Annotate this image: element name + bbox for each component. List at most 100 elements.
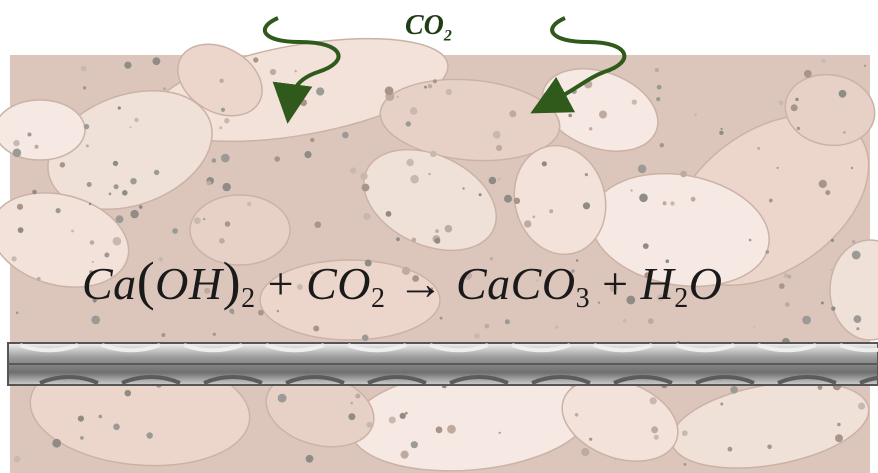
aggregate-speck — [115, 215, 124, 224]
aggregate-speck — [571, 269, 575, 273]
rebar-rib-bottom — [613, 375, 673, 385]
eq-h: H — [640, 258, 675, 309]
eq-plus-1: + — [255, 258, 307, 309]
co2-arrow-left — [263, 16, 341, 124]
aggregate-speck — [787, 274, 792, 279]
aggregate-speck — [647, 318, 654, 325]
eq-open-paren: ( — [136, 251, 156, 311]
aggregate-speck — [549, 209, 554, 214]
aggregate-speck — [589, 437, 593, 441]
aggregate-speck — [211, 158, 217, 163]
aggregate-speck — [850, 166, 854, 170]
aggregate-speck — [204, 287, 211, 294]
aggregate-speck — [651, 426, 659, 434]
aggregate-speck — [112, 236, 122, 246]
aggregate-speck — [404, 411, 408, 415]
aggregate-stone — [0, 192, 130, 288]
aggregate-speck — [13, 139, 20, 147]
aggregate-speck — [172, 228, 179, 234]
aggregate-speck — [350, 167, 357, 174]
aggregate-speck — [396, 237, 400, 242]
eq-sub-2: 2 — [370, 283, 386, 314]
aggregate-speck — [203, 218, 206, 221]
aggregate-stone — [47, 89, 213, 211]
rebar-rib-bottom — [285, 375, 345, 385]
aggregate-speck — [432, 79, 437, 84]
aggregate-speck — [690, 196, 696, 202]
aggregate-speck — [310, 137, 315, 143]
aggregate-speck — [653, 434, 659, 440]
aggregate-speck — [36, 277, 41, 281]
aggregate-speck — [830, 268, 833, 271]
aggregate-speck — [388, 416, 396, 424]
aggregate-speck — [462, 187, 465, 190]
rebar-rib-bottom — [367, 375, 427, 385]
rebar-rib-bottom — [203, 375, 263, 385]
aggregate-speck — [130, 209, 139, 219]
rebar-rib-top — [675, 343, 735, 353]
aggregate-speck — [384, 86, 394, 96]
aggregate-speck — [314, 221, 322, 228]
aggregate-speck — [435, 426, 443, 434]
aggregate-speck — [489, 257, 494, 261]
aggregate-speck — [117, 106, 121, 110]
aggregate-speck — [838, 89, 847, 98]
aggregate-speck — [659, 143, 664, 148]
aggregate-speck — [543, 92, 549, 98]
aggregate-speck — [492, 130, 501, 139]
co2-arrow-right — [530, 16, 627, 114]
aggregate-speck — [575, 259, 579, 262]
rebar-ribs — [19, 343, 878, 385]
aggregate-speck — [16, 203, 24, 210]
aggregate-speck — [656, 84, 662, 90]
rebar-rib-top — [511, 343, 571, 353]
aggregate-speck — [484, 323, 490, 329]
rebar-rib-top — [19, 343, 79, 353]
aggregate-speck — [853, 315, 862, 323]
aggregate-speck — [582, 202, 591, 210]
aggregate-speck — [300, 99, 307, 107]
aggregate-speck — [122, 190, 128, 196]
aggregate-speck — [363, 212, 371, 221]
rebar-rib-top — [265, 343, 325, 353]
rebar-rib-bottom — [39, 375, 99, 385]
aggregate-speck — [748, 238, 752, 242]
aggregate-speck — [802, 315, 811, 325]
aggregate-speck — [124, 389, 132, 397]
rebar-rib-bottom — [777, 375, 837, 385]
aggregate-speck — [409, 107, 418, 115]
aggregate-speck — [220, 107, 226, 112]
aggregate-speck — [574, 413, 579, 417]
aggregate-speck — [92, 298, 97, 303]
rebar-rib-top — [101, 343, 161, 353]
aggregate-speck — [513, 197, 521, 204]
aggregate-speck — [113, 184, 119, 190]
aggregate-speck — [59, 162, 66, 168]
aggregate-speck — [82, 86, 87, 90]
aggregate-speck — [277, 393, 287, 403]
aggregate-speck — [247, 201, 252, 206]
eq-sub-4: 2 — [674, 283, 689, 314]
eq-o: O — [688, 258, 723, 309]
aggregate-speck — [820, 301, 824, 305]
aggregate-speck — [224, 221, 231, 227]
aggregate-speck — [355, 393, 361, 399]
aggregate-speck — [113, 423, 120, 431]
aggregate-speck — [86, 182, 92, 187]
aggregate-speck — [138, 205, 143, 209]
aggregate-stone — [513, 144, 607, 256]
aggregate-speck — [91, 315, 101, 325]
aggregate-speck — [91, 260, 94, 263]
aggregate-speck — [134, 117, 139, 123]
aggregate-speck — [316, 87, 325, 96]
aggregate-speck — [656, 97, 661, 102]
aggregate-speck — [720, 402, 724, 406]
aggregate-speck — [405, 121, 411, 127]
aggregate-speck — [406, 158, 414, 167]
aggregate-speck — [310, 271, 315, 275]
rebar-rib-bottom — [859, 375, 878, 385]
aggregate-speck — [649, 397, 657, 405]
aggregate-speck — [626, 295, 636, 305]
aggregate-speck — [158, 257, 164, 262]
